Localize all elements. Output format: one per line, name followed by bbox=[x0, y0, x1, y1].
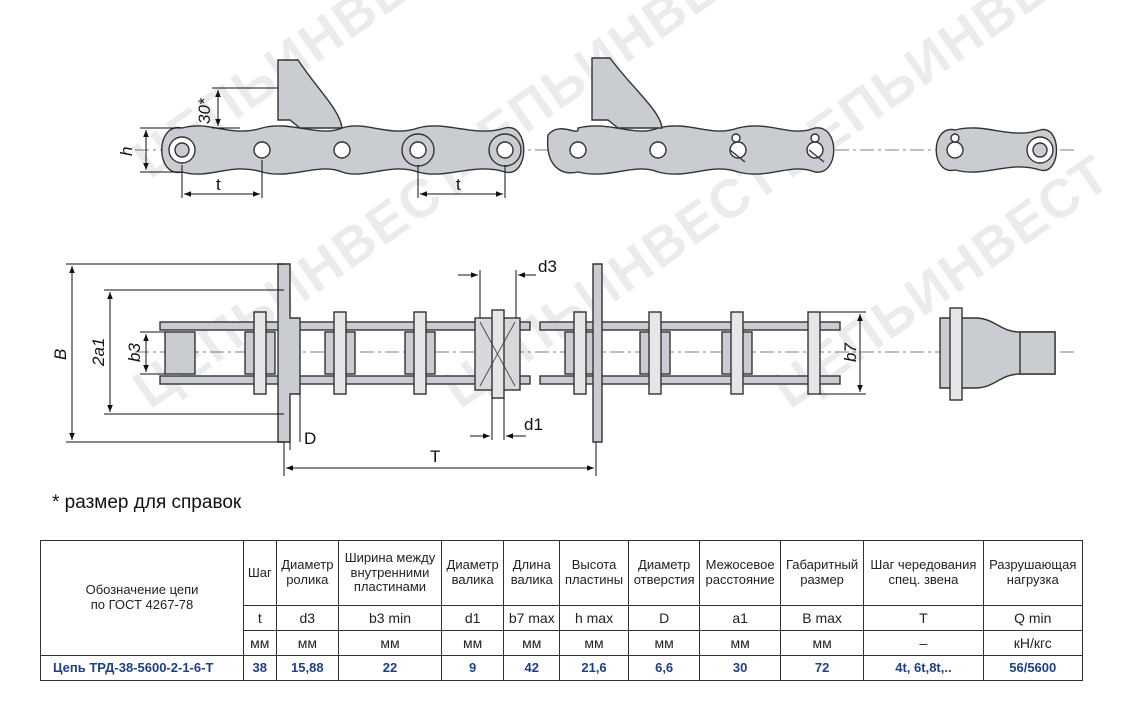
value-cell: 15,88 bbox=[275, 655, 340, 681]
value-cell: 38 bbox=[243, 655, 277, 681]
unit-cell: мм bbox=[503, 630, 561, 656]
dim-label-2a1: 2a1 bbox=[89, 338, 108, 367]
value-cell: 30 bbox=[699, 655, 781, 681]
chain-name-cell: Цепь ТРД-38-5600-2-1-6-Т bbox=[40, 655, 244, 681]
table-row: Цепь ТРД-38-5600-2-1-6-Т 38 15,88 22 9 4… bbox=[40, 655, 1083, 681]
value-cell: 56/5600 bbox=[982, 655, 1083, 681]
symbol-cell: T bbox=[863, 605, 984, 631]
unit-cell: мм bbox=[338, 630, 442, 656]
symbol-cell: Q min bbox=[982, 605, 1083, 631]
symbol-cell: t bbox=[243, 605, 277, 631]
table-unit-row: мм мм мм мм мм мм мм мм мм – кН/кгс bbox=[41, 630, 1083, 656]
dim-label-b3: b3 bbox=[125, 343, 144, 362]
symbol-cell: d1 bbox=[440, 605, 505, 631]
unit-cell: мм bbox=[243, 630, 277, 656]
dim-label-t-mid: t bbox=[456, 175, 461, 194]
value-cell: 21,6 bbox=[559, 655, 629, 681]
unit-cell: мм bbox=[275, 630, 340, 656]
unit-cell: мм bbox=[779, 630, 865, 656]
chain-plan-view bbox=[135, 263, 1075, 443]
dim-label-D: D bbox=[304, 429, 316, 448]
symbol-cell: h max bbox=[559, 605, 629, 631]
dim-label-d1: d1 bbox=[524, 415, 543, 434]
unit-cell: мм bbox=[699, 630, 781, 656]
value-cell: 4t, 6t,8t,.. bbox=[863, 655, 984, 681]
dim-label-b7: b7 bbox=[841, 343, 860, 362]
unit-cell: мм bbox=[440, 630, 505, 656]
dim-label-t-left: t bbox=[216, 175, 221, 194]
unit-cell: – bbox=[863, 630, 984, 656]
symbol-cell: B max bbox=[779, 605, 865, 631]
chain-side-view bbox=[135, 57, 1075, 175]
dim-label-30: 30* bbox=[195, 97, 214, 124]
value-cell: 9 bbox=[440, 655, 505, 681]
symbol-cell: d3 bbox=[275, 605, 340, 631]
symbol-cell: b3 min bbox=[338, 605, 442, 631]
unit-cell: мм bbox=[627, 630, 701, 656]
unit-cell: мм bbox=[559, 630, 629, 656]
value-cell: 6,6 bbox=[627, 655, 701, 681]
dim-label-T: T bbox=[430, 447, 440, 466]
unit-cell: кН/кгс bbox=[982, 630, 1083, 656]
dim-label-h: h bbox=[117, 147, 136, 156]
symbol-cell: b7 max bbox=[503, 605, 561, 631]
side-view-dimensions bbox=[140, 87, 506, 198]
value-cell: 22 bbox=[338, 655, 442, 681]
dim-label-B: B bbox=[51, 349, 70, 360]
chain-technical-drawing: ЦЕПЬИНВЕСТ ЦЕПЬИНВЕСТ ЦЕПЬИНВЕСТ ЦЕПЬИНВ… bbox=[51, 0, 1122, 476]
value-cell: 72 bbox=[779, 655, 865, 681]
reference-note: * размер для справок bbox=[52, 492, 242, 513]
symbol-cell: D bbox=[627, 605, 701, 631]
header-cell: Шаг bbox=[243, 540, 277, 606]
plan-view-dimensions bbox=[66, 263, 866, 476]
value-cell: 42 bbox=[503, 655, 561, 681]
dim-label-d3: d3 bbox=[538, 257, 557, 276]
symbol-cell: a1 bbox=[699, 605, 781, 631]
